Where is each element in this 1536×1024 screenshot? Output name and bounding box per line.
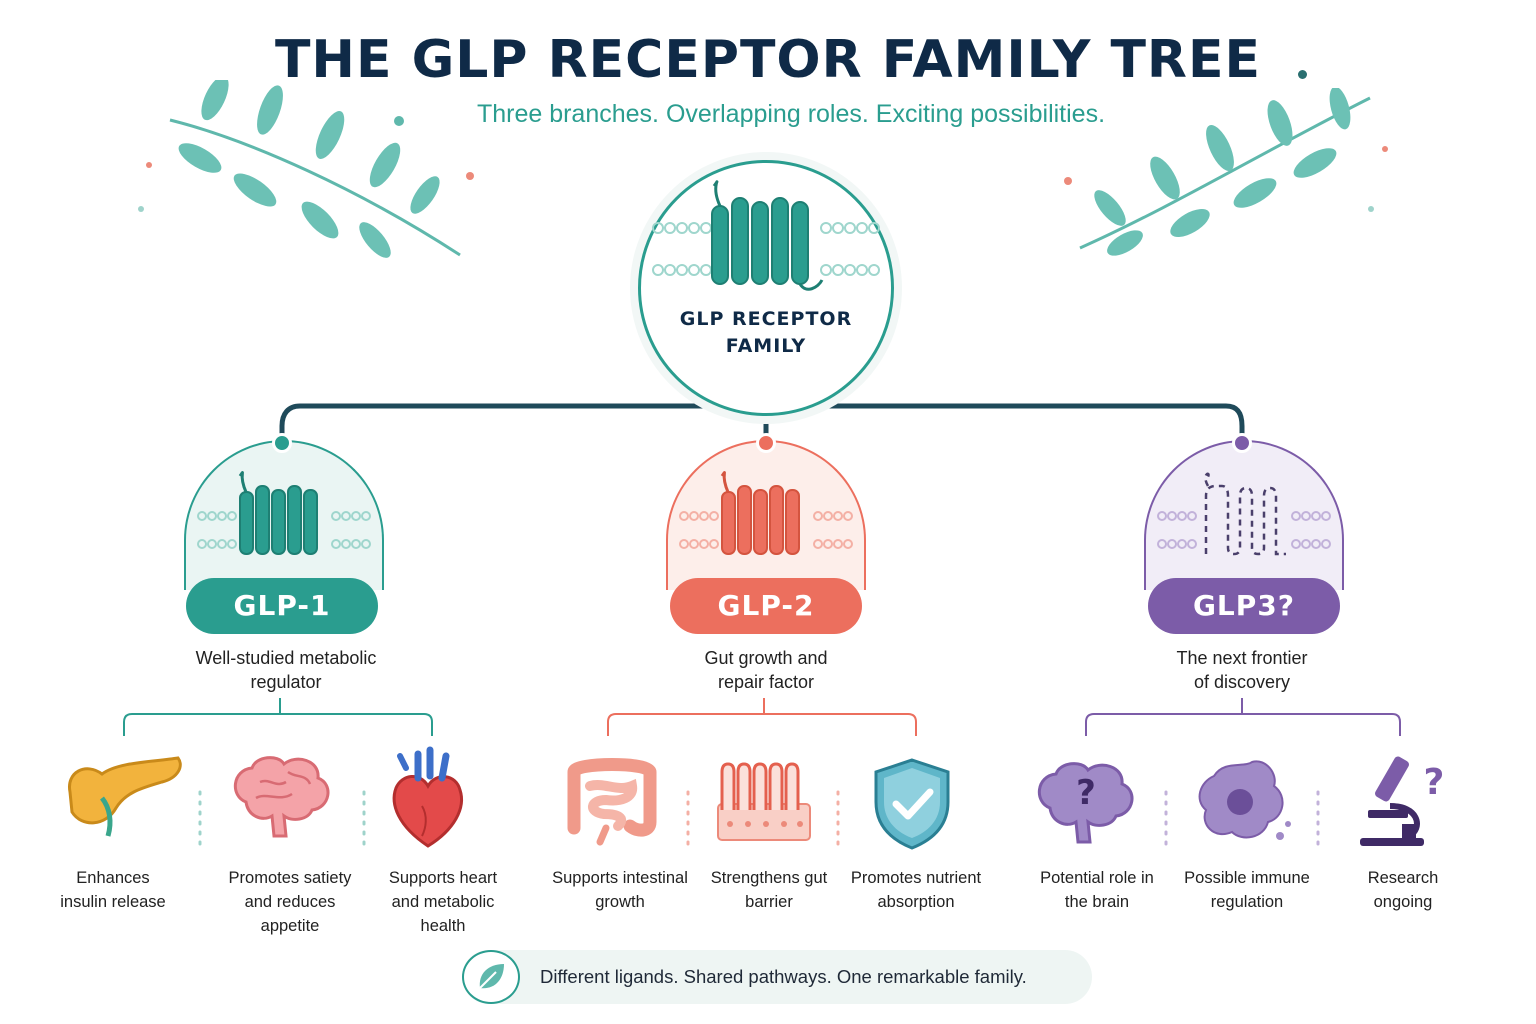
role-label: Promotes nutrient absorption: [840, 866, 992, 914]
page-title: THE GLP RECEPTOR FAMILY TREE: [274, 30, 1262, 90]
brain-question-icon: ?: [1038, 762, 1134, 844]
role-label-line: Research: [1367, 869, 1439, 887]
role-label: Promotes satiety and reduces appetite: [208, 866, 372, 938]
role-label-line: ongoing: [1373, 893, 1433, 911]
leaf-sprig-left-icon: [169, 80, 461, 258]
branch-description-line: repair factor: [717, 672, 815, 692]
shield-check-icon: [874, 758, 950, 850]
role-label-line: health: [420, 917, 466, 935]
branch-node-dot: [1232, 433, 1252, 453]
page-subtitle: Three branches. Overlapping roles. Excit…: [476, 100, 1106, 128]
role-label-line: absorption: [877, 893, 955, 911]
branch-node-dot: [272, 433, 292, 453]
role-label-line: Supports intestinal: [552, 869, 688, 887]
role-label-line: the brain: [1064, 893, 1130, 911]
root-node: [638, 160, 894, 416]
decor-dot: [1064, 177, 1072, 185]
role-label: Supports intestinal growth: [540, 866, 700, 914]
role-label: Supports heart and metabolic health: [368, 866, 518, 938]
role-label-line: insulin release: [60, 893, 166, 911]
branch-description-line: The next frontier: [1176, 648, 1308, 668]
immune-cell-icon: [1198, 760, 1291, 840]
glp1-receptor-icon: [197, 471, 371, 555]
role-label: Research ongoing: [1328, 866, 1478, 914]
role-label-line: regulation: [1210, 893, 1284, 911]
role-label-line: appetite: [260, 917, 320, 935]
decor-dot: [394, 116, 404, 126]
root-label-line1: GLP RECEPTOR: [679, 308, 853, 330]
svg-text:?: ?: [1076, 773, 1096, 813]
role-label-line: and reduces: [244, 893, 336, 911]
branch-description-line: of discovery: [1193, 672, 1291, 692]
role-label-line: Promotes satiety: [228, 869, 352, 887]
intestine-icon: [567, 758, 657, 846]
decor-dot: [1382, 146, 1388, 152]
role-label-line: Supports heart: [388, 869, 498, 887]
decor-dot: [1368, 206, 1374, 212]
branch-description-line: regulator: [250, 672, 322, 692]
role-label-line: Possible immune: [1184, 869, 1310, 887]
glp2-receptor-icon: [679, 471, 853, 555]
role-label: Possible immune regulation: [1172, 866, 1322, 914]
leaf-icon: [479, 964, 504, 989]
branch-pill-glp2[interactable]: GLP-2: [670, 578, 862, 634]
root-label: GLP RECEPTOR FAMILY: [638, 306, 894, 360]
root-label-line2: FAMILY: [725, 335, 807, 357]
heart-icon: [392, 746, 463, 848]
pancreas-icon: [68, 756, 182, 837]
role-label-line: Potential role in: [1040, 869, 1154, 887]
svg-text:?: ?: [1424, 762, 1445, 803]
role-label-line: barrier: [745, 893, 793, 911]
branch-pill-glp3[interactable]: GLP3?: [1148, 578, 1340, 634]
branch-description-line: Well-studied metabolic: [195, 648, 377, 668]
role-label-line: and metabolic: [391, 893, 495, 911]
receptor-membrane-icon: [652, 180, 880, 291]
branch-node-dot: [756, 433, 776, 453]
role-label-line: Enhances: [76, 869, 150, 887]
glp3-receptor-dashed-icon: [1157, 472, 1331, 556]
role-label: Potential role in the brain: [1022, 866, 1172, 914]
decor-dot: [146, 162, 152, 168]
footer-badge: [462, 950, 520, 1004]
intestinal-villi-icon: [717, 762, 811, 841]
branch-description-line: Gut growth and: [704, 648, 828, 668]
branch-description-glp1: Well-studied metabolic regulator: [156, 646, 416, 694]
leaf-sprig-right-icon: [1079, 88, 1371, 256]
footer-text: Different ligands. Shared pathways. One …: [540, 966, 1027, 987]
decor-dot: [138, 206, 144, 212]
brain-icon: [234, 756, 330, 838]
role-label-line: Strengthens gut: [710, 869, 828, 887]
branch-pill-glp1[interactable]: GLP-1: [186, 578, 378, 634]
branch-description-glp2: Gut growth and repair factor: [636, 646, 896, 694]
role-label-line: Promotes nutrient: [850, 869, 982, 887]
branch-description-glp3: The next frontier of discovery: [1112, 646, 1372, 694]
role-label: Strengthens gut barrier: [694, 866, 844, 914]
microscope-icon: ?: [1360, 756, 1445, 846]
role-label-line: growth: [595, 893, 645, 911]
decor-dot: [1298, 70, 1307, 79]
footer-banner: [462, 950, 1092, 1004]
role-label: Enhances insulin release: [38, 866, 188, 914]
decor-dot: [466, 172, 474, 180]
